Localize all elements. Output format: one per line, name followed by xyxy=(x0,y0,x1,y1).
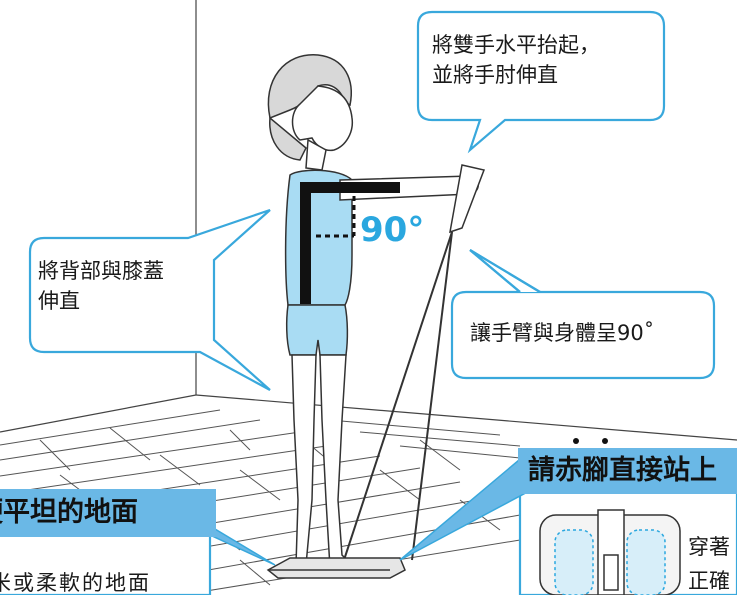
handle-and-cable xyxy=(343,164,486,561)
foot-placement-diagram xyxy=(539,509,681,595)
emphasis-dot xyxy=(602,438,608,444)
bubble-arm-angle xyxy=(450,290,716,380)
banner-feet: 請赤腳直接站上 xyxy=(518,448,737,494)
bubble-arms-raise xyxy=(416,10,666,154)
foot-note-line1: 穿著 xyxy=(688,535,730,559)
body-scale xyxy=(266,557,406,579)
bubble-back-knees-text: 將背部與膝蓋 伸直 xyxy=(38,256,164,317)
bubble-back-knees-line2: 伸直 xyxy=(38,289,80,314)
bubble-arm-angle-text: 讓手臂與身體呈90˚ xyxy=(470,321,655,345)
foot-note: 穿著 正確 xyxy=(688,530,730,595)
bubble-back-knees-line1: 將背部與膝蓋 xyxy=(38,259,164,283)
angle-label: 90° xyxy=(360,210,425,250)
banner-ground: 硬平坦的地面 xyxy=(0,489,216,537)
emphasis-dot xyxy=(573,438,579,444)
bubble-back-knees xyxy=(28,208,271,391)
callout-pointers xyxy=(199,453,536,566)
foot-note-line2: 正確 xyxy=(688,569,730,593)
ground-note: 米或柔軟的地面 xyxy=(0,571,151,595)
right-angle-marker xyxy=(300,182,400,304)
bubble-arms-raise-line2: 並將手肘伸直 xyxy=(432,63,558,88)
bubble-arms-raise-text: 將雙手水平抬起， 並將手肘伸直 xyxy=(432,30,600,91)
person-figure xyxy=(267,54,479,569)
bubble-arms-raise-line1: 將雙手水平抬起， xyxy=(432,33,600,57)
